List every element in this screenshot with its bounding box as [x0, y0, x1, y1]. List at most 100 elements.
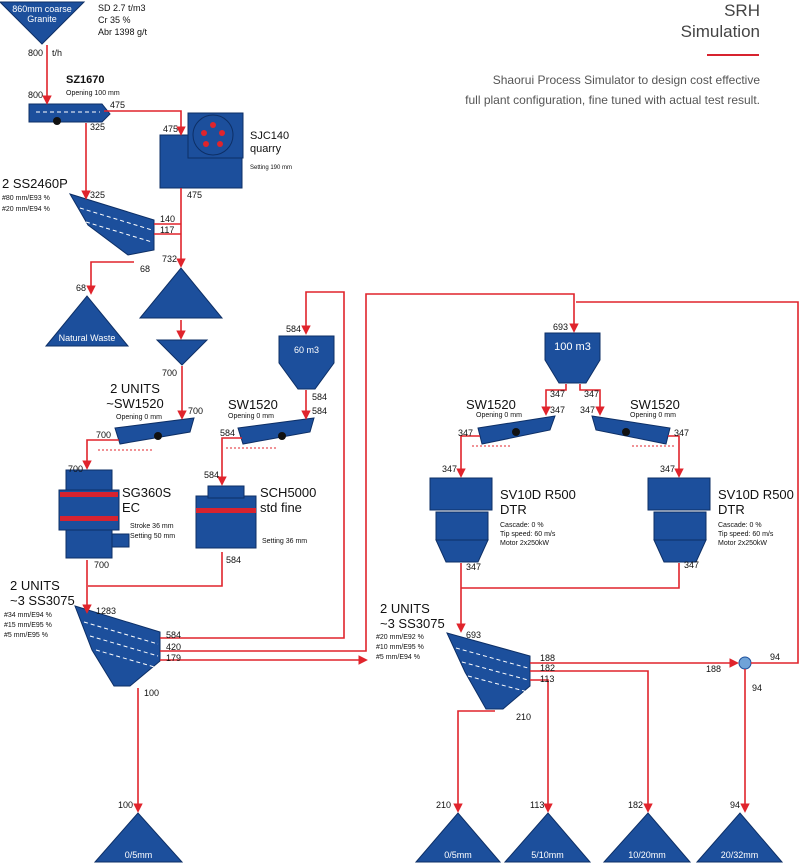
- screen-ss2460p: [68, 193, 155, 256]
- flow-cone2-out: [88, 552, 223, 587]
- sw-left-name-line2: ~SW1520: [106, 395, 164, 411]
- natural-waste-pile: [44, 295, 130, 347]
- sw-r2-name: SW1520: [630, 397, 680, 412]
- screen1-deck1: #80 mm/E93 %: [2, 195, 50, 202]
- flow-screen2-to-bin2: [160, 293, 579, 652]
- screen3-out3: 113: [540, 674, 555, 684]
- cone1-name-line2: EC: [122, 499, 141, 515]
- sw-left-name-line1: 2 UNITS: [110, 381, 160, 396]
- screen1-out1: 140: [160, 214, 176, 224]
- vibrating-feeder-left: [114, 417, 195, 445]
- feed-label: 860mm coarse Granite: [0, 4, 84, 25]
- reclaim-feeder: [155, 339, 209, 366]
- sw-r1-name: SW1520: [466, 397, 516, 412]
- screen1-in: 325: [90, 190, 106, 200]
- screen2-name-line1: 2 UNITS: [10, 578, 60, 593]
- vsi1-name-line1: SV10D R500: [500, 487, 576, 502]
- cone1-setting: Setting 50 mm: [130, 533, 176, 540]
- screen3-deck3: #5 mm/E94 %: [376, 654, 420, 661]
- bin2-label: 100 m3: [554, 341, 591, 353]
- sw-left-in: 700: [188, 406, 204, 416]
- vibrating-feeder-r2: [591, 415, 671, 445]
- cone2-setting: Setting 36 mm: [262, 538, 308, 545]
- product-5-10-flow: 113: [530, 800, 545, 810]
- cone1-out: 700: [94, 560, 110, 570]
- jaw-name-line2: quarry: [250, 142, 282, 155]
- cone-crusher-sch5000: [195, 495, 257, 549]
- screen1-out2: 117: [160, 225, 175, 235]
- feed-label-line2: Granite: [27, 14, 57, 25]
- screen3-deck1: #20 mm/E92 %: [376, 634, 424, 641]
- grizzly-out-under: 325: [90, 122, 106, 132]
- flow-bin2-right: [579, 384, 605, 416]
- splitter-in: 188: [706, 664, 722, 674]
- header-desc-line1: Shaorui Process Simulator to design cost…: [492, 73, 760, 87]
- jaw-setting: Setting 190 mm: [250, 165, 293, 171]
- grizzly-name: SZ1670: [66, 74, 105, 86]
- screen3-out2: 182: [540, 663, 556, 673]
- feed-hopper: [0, 1, 86, 45]
- cone1-name: SG360S EC: [122, 485, 172, 516]
- screen2-out1: 584: [166, 630, 182, 640]
- grizzly-out-over: 475: [110, 100, 126, 110]
- bin2-in: 693: [553, 322, 569, 332]
- product-5-10-label: 5/10mm: [531, 850, 564, 860]
- vsi2-name-line2: DTR: [718, 501, 745, 517]
- sw-mid-in: 584: [312, 406, 328, 416]
- jaw-in: 475: [163, 124, 179, 134]
- product-pile-0-5-left: [93, 812, 184, 863]
- cone2-name: SCH5000 std fine: [260, 485, 316, 516]
- sw-r2-opening: Opening 0 mm: [630, 412, 676, 419]
- product-pile-20-32: [695, 812, 784, 863]
- screen2-deck3: #5 mm/E95 %: [4, 632, 48, 639]
- stockpile1-in: 732: [162, 254, 178, 264]
- vsi1-name-line2: DTR: [500, 501, 527, 517]
- flow-sw-mid-cone2: [217, 437, 242, 486]
- feed-cr: Cr 35 %: [98, 15, 131, 25]
- sw-r2-out: 347: [674, 428, 690, 438]
- flow-sw-left-cone1: [82, 439, 119, 470]
- sw-r1-in: 347: [550, 405, 566, 415]
- waste-label: Natural Waste: [58, 333, 116, 343]
- cone2-name-line2: std fine: [260, 499, 302, 515]
- grizzly-in: 800: [28, 90, 44, 100]
- header-title: SRH Simulation: [681, 0, 760, 43]
- product-pile-5-10: [503, 812, 592, 863]
- vsi1-tip: Tip speed: 60 m/s: [500, 531, 556, 538]
- feed-abr: Abr 1398 g/t: [98, 27, 148, 37]
- bin2-out-right: 347: [584, 389, 600, 399]
- product-20-32-flow: 94: [730, 800, 741, 810]
- feed-label-line1: 860mm coarse: [12, 4, 72, 14]
- vibrating-feeder-mid: [237, 417, 315, 445]
- jaw-name-line1: SJC140: [250, 130, 290, 142]
- screen2-out3: 179: [166, 653, 182, 663]
- screen3-name-line2: ~3 SS3075: [380, 615, 445, 631]
- product-pile-10-20: [602, 812, 692, 863]
- flow-screen3-o3: [530, 679, 553, 813]
- screen2-out4: 100: [144, 688, 160, 698]
- screen-ss3075-left: [74, 605, 161, 687]
- header-accent-rule: [707, 54, 759, 56]
- cone2-in: 584: [204, 470, 220, 480]
- screen3-out4: 210: [516, 712, 532, 722]
- vsi1-out: 347: [466, 562, 482, 572]
- bin1-in: 584: [286, 324, 302, 334]
- screen2-in: 1283: [96, 606, 117, 616]
- vsi1-cascade: Cascade: 0 %: [500, 522, 544, 529]
- cone2-out: 584: [226, 555, 242, 565]
- vsi1-name: SV10D R500 DTR: [500, 487, 576, 518]
- header-desc-line2: full plant configuration, fine tuned wit…: [465, 93, 760, 108]
- cone1-name-line1: SG360S: [122, 485, 172, 500]
- screen3-in: 693: [466, 630, 482, 640]
- flow-swr1-vsi1: [456, 435, 480, 478]
- stockpile-1: [138, 267, 224, 319]
- sw-r1-out: 347: [458, 428, 474, 438]
- sw-mid-out: 584: [220, 428, 236, 438]
- flow-screen2-recycle: [160, 291, 345, 639]
- product1-label: 0/5mm: [124, 850, 153, 860]
- vsi-crusher-1: [429, 477, 493, 511]
- screen-ss3075-right: [446, 632, 531, 710]
- flow-swr2-vsi2: [668, 435, 684, 478]
